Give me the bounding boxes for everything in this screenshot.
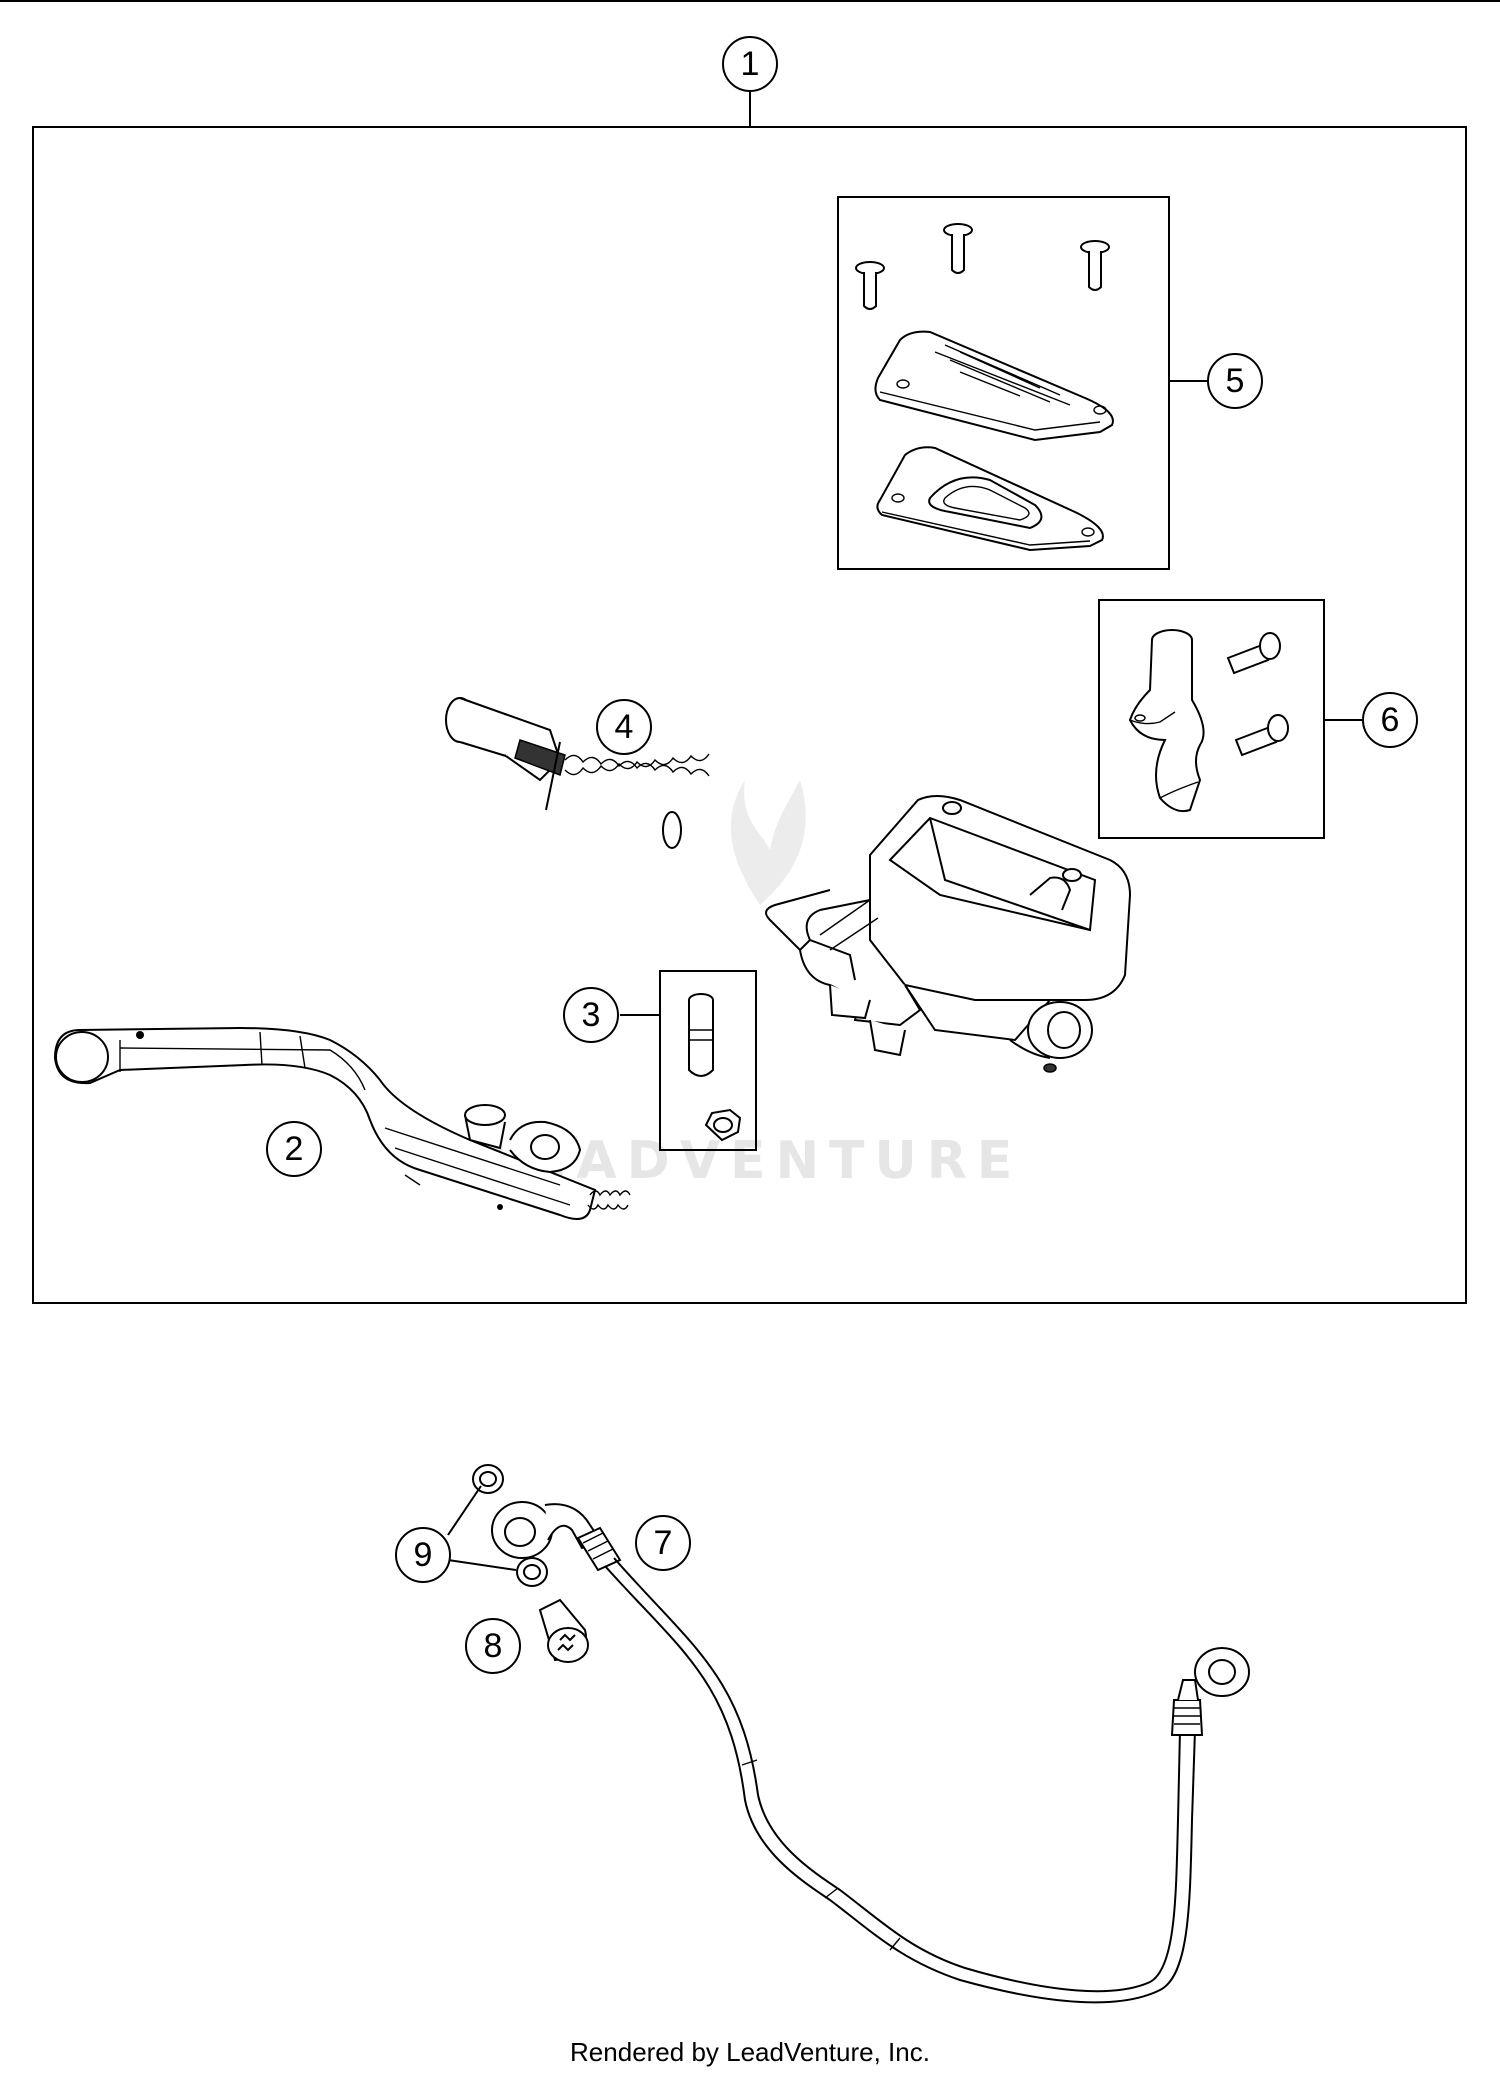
callout-9: 9 — [395, 1527, 451, 1583]
svg-text:7: 7 — [654, 1524, 673, 1562]
cover-screw — [943, 223, 973, 274]
cover-kit-frame — [837, 196, 1170, 570]
clamp-bolt — [1234, 714, 1289, 757]
callout-9-leader — [447, 1559, 517, 1571]
svg-text:3: 3 — [582, 996, 601, 1034]
svg-text:6: 6 — [1381, 701, 1400, 739]
svg-text:2: 2 — [285, 1130, 304, 1168]
clutch-hose — [491, 1501, 1250, 2004]
callout-7: 7 — [635, 1515, 691, 1571]
callout-2: 2 — [266, 1121, 322, 1177]
banjo-washer — [516, 1557, 548, 1587]
pin-kit-frame — [659, 970, 757, 1151]
reservoir-cover — [874, 330, 1114, 442]
pivot-nut — [704, 1108, 742, 1142]
clamp-bolt — [1226, 632, 1281, 675]
callout-5: 5 — [1207, 353, 1263, 409]
assembly-frame — [32, 126, 1467, 1304]
handlebar-clamp — [1128, 629, 1205, 813]
svg-text:9: 9 — [414, 1536, 433, 1574]
callout-6: 6 — [1362, 692, 1418, 748]
cover-screw — [1080, 240, 1110, 291]
cover-screw — [855, 261, 885, 310]
clutch-lever — [53, 1026, 631, 1220]
callout-8: 8 — [465, 1618, 521, 1674]
piston-spring — [445, 697, 710, 849]
callout-3: 3 — [563, 987, 619, 1043]
master-cylinder-body — [765, 795, 1132, 1073]
pivot-pin — [688, 993, 714, 1077]
footer-credit: Rendered by LeadVenture, Inc. — [570, 2037, 930, 2067]
svg-text:5: 5 — [1226, 362, 1245, 400]
callout-1: 1 — [722, 36, 778, 92]
banjo-bolt — [538, 1598, 589, 1663]
callout-4: 4 — [596, 699, 652, 755]
svg-text:8: 8 — [484, 1627, 503, 1665]
banjo-washer — [472, 1464, 504, 1494]
reservoir-gasket — [876, 446, 1104, 552]
svg-text:1: 1 — [741, 45, 760, 83]
callout-9-leader — [447, 1485, 482, 1536]
svg-text:4: 4 — [615, 708, 634, 746]
